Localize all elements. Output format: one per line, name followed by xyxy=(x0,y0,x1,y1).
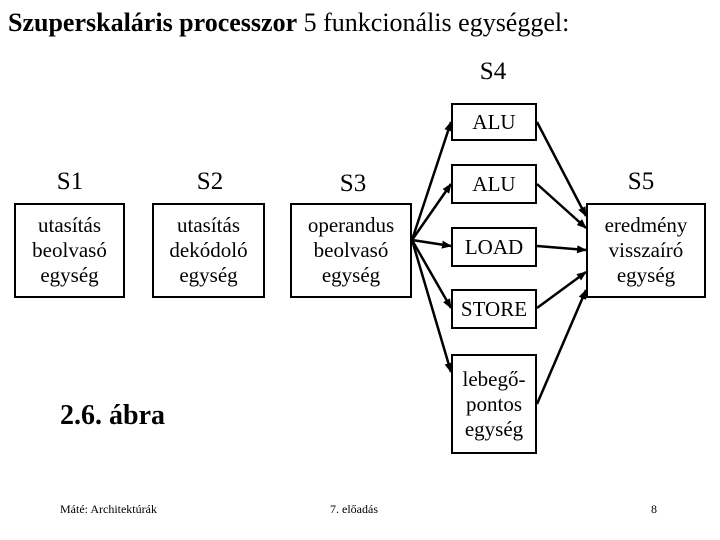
stage-label-s3: S3 xyxy=(339,170,367,197)
store-unit-box: STORE xyxy=(451,289,537,329)
stage-label-s5: S5 xyxy=(627,168,655,195)
store-unit-label: STORE xyxy=(460,296,528,321)
stage-label-s4: S4 xyxy=(479,58,507,85)
decode-unit-label: utasítás dekódoló egység xyxy=(169,213,248,287)
alu-2-label: ALU xyxy=(472,171,516,196)
load-unit-label: LOAD xyxy=(464,234,524,259)
title-bold: Szuperskaláris processzor xyxy=(8,8,298,37)
stage-label-s1: S1 xyxy=(56,168,84,195)
arrow-s3-alu2 xyxy=(410,183,453,241)
arrow-load-s5 xyxy=(536,244,587,254)
fetch-unit-box: utasítás beolvasó egység xyxy=(14,203,125,298)
load-unit-box: LOAD xyxy=(451,227,537,267)
arrow-float-s5 xyxy=(535,289,588,405)
arrow-alu2-s5 xyxy=(536,183,587,229)
alu-1-label: ALU xyxy=(472,109,516,134)
figure-label: 2.6. ábra xyxy=(60,400,165,431)
float-unit-label: lebegő- pontos egység xyxy=(462,366,526,441)
arrow-store-s5 xyxy=(536,270,587,310)
slide-title: Szuperskaláris processzor 5 funkcionális… xyxy=(8,8,569,38)
footer-page-number: 8 xyxy=(651,502,657,516)
stage-label-s2: S2 xyxy=(196,168,224,195)
float-unit-box: lebegő- pontos egység xyxy=(451,354,537,454)
arrow-s3-alu1 xyxy=(410,121,453,241)
arrow-s3-load xyxy=(411,238,452,249)
arrow-s3-float xyxy=(410,239,453,373)
alu-box-2: ALU xyxy=(451,164,537,204)
arrow-alu1-s5 xyxy=(535,121,588,217)
writeback-unit-box: eredmény visszaíró egység xyxy=(586,203,706,298)
title-rest: 5 funkcionális egységgel: xyxy=(297,8,570,37)
writeback-unit-label: eredmény visszaíró egység xyxy=(604,213,688,287)
operand-unit-label: operandus beolvasó egység xyxy=(307,213,395,287)
arrow-s3-store xyxy=(410,239,453,309)
operand-unit-box: operandus beolvasó egység xyxy=(290,203,412,298)
footer-author: Máté: Architektúrák xyxy=(60,502,157,516)
decode-unit-box: utasítás dekódoló egység xyxy=(152,203,265,298)
fetch-unit-label: utasítás beolvasó egység xyxy=(32,213,107,287)
footer-lecture: 7. előadás xyxy=(330,502,378,516)
alu-box-1: ALU xyxy=(451,103,537,141)
